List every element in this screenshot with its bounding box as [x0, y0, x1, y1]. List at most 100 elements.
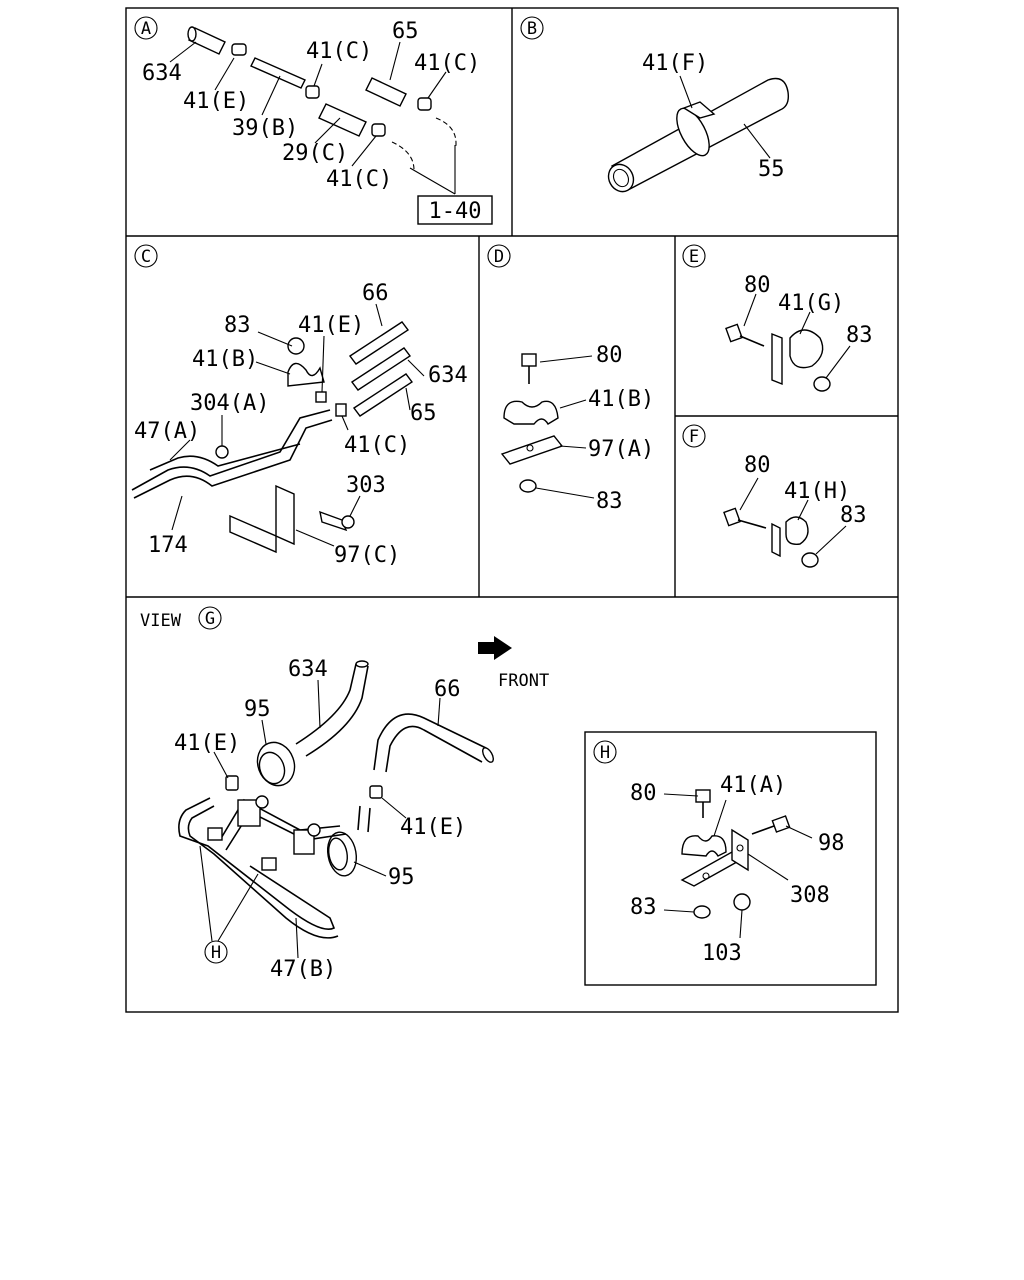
- bolt-80-illustration: [521, 353, 537, 384]
- hose-29c-illustration: [318, 103, 367, 137]
- label-41c: 41(C): [414, 51, 480, 76]
- label-41e: 41(E): [183, 89, 249, 114]
- label-95: 95: [244, 697, 271, 722]
- panel-c-leaders: [169, 303, 425, 547]
- diagram-frame: [125, 7, 899, 1013]
- label-80: 80: [744, 453, 771, 478]
- label-95: 95: [388, 865, 415, 890]
- nut-83-illustration: [801, 552, 819, 568]
- front-arrow-icon: [478, 636, 512, 660]
- clamp-41a-illustration: [681, 835, 727, 857]
- label-97a: 97(A): [588, 437, 654, 462]
- bolt-80-illustration: [725, 323, 765, 347]
- svg-text:F: F: [689, 427, 699, 447]
- panel-h: H: [584, 731, 877, 986]
- hose-66-illustration: [373, 713, 494, 773]
- label-174: 174: [148, 533, 188, 558]
- bracket-308-illustration: [680, 828, 749, 887]
- label-41a: 41(A): [720, 773, 786, 798]
- panel-b-marker: B: [520, 16, 544, 40]
- svg-text:B: B: [527, 19, 537, 39]
- label-83: 83: [224, 313, 251, 338]
- nut-103-illustration: [733, 893, 751, 911]
- bolt-80-illustration: [695, 789, 711, 818]
- svg-text:1-40: 1-40: [429, 199, 482, 224]
- clamp-41g-illustration: [771, 329, 824, 386]
- clamp-41b-illustration: [503, 400, 559, 425]
- label-303: 303: [346, 473, 386, 498]
- hoses-illustration: [348, 321, 414, 417]
- label-83: 83: [846, 323, 873, 348]
- panel-h-marker: H: [593, 740, 617, 764]
- svg-text:A: A: [141, 19, 151, 39]
- clamp-41e-illustration: [231, 43, 247, 56]
- label-98: 98: [818, 831, 845, 856]
- label-41c: 41(C): [306, 39, 372, 64]
- label-55: 55: [758, 157, 785, 182]
- panel-h-leaders: [663, 793, 813, 939]
- panel-g-leaders: [213, 679, 441, 959]
- label-83: 83: [630, 895, 657, 920]
- clamp-41c-illustration: [417, 97, 432, 111]
- panel-a-leaders: [169, 41, 456, 195]
- panel-a-marker: A: [134, 16, 158, 40]
- svg-text:C: C: [141, 247, 151, 267]
- label-41b: 41(B): [588, 387, 654, 412]
- label-634: 634: [428, 363, 468, 388]
- panel-b: B 41(F) 55: [520, 16, 790, 193]
- hose-634-illustration: [187, 26, 226, 55]
- label-41e: 41(E): [174, 731, 240, 756]
- hose-65-illustration: [365, 77, 407, 107]
- clamp-41e-illustration: [225, 775, 239, 791]
- nut-83-illustration: [519, 479, 537, 493]
- nut-83-illustration: [693, 905, 711, 919]
- svg-text:G: G: [205, 609, 215, 629]
- label-65: 65: [410, 401, 437, 426]
- label-29c: 29(C): [282, 141, 348, 166]
- label-304a: 304(A): [190, 391, 269, 416]
- clamp-41h-illustration: [771, 516, 809, 558]
- label-41e: 41(E): [298, 313, 364, 338]
- panel-e-marker: E: [682, 244, 706, 268]
- bracket-illustration: [207, 795, 321, 871]
- elbow-illustration: [391, 117, 457, 171]
- label-80: 80: [630, 781, 657, 806]
- label-66: 66: [362, 281, 389, 306]
- panel-d: D 80 41(B) 97(A) 83: [487, 244, 654, 514]
- label-41c: 41(C): [326, 167, 392, 192]
- label-83: 83: [840, 503, 867, 528]
- svg-text:H: H: [600, 743, 610, 763]
- label-41g: 41(G): [778, 291, 844, 316]
- ref-box-1-40: 1-40: [417, 195, 493, 225]
- panel-c-marker: C: [134, 244, 158, 268]
- panel-f-marker: F: [682, 424, 706, 448]
- label-47a: 47(A): [134, 419, 200, 444]
- label-97c: 97(C): [334, 543, 400, 568]
- clamp-41c-illustration: [371, 123, 386, 137]
- clamp-41c-illustration: [305, 85, 320, 99]
- panel-a: A: [134, 16, 493, 225]
- panel-f: F 80 41(H) 83: [682, 424, 867, 568]
- label-41b: 41(B): [192, 347, 258, 372]
- label-47b: 47(B): [270, 957, 336, 982]
- label-634: 634: [288, 657, 328, 682]
- panel-c: C: [131, 244, 468, 568]
- clamp-41e-illustration: [369, 785, 383, 799]
- pipe-47a-illustration: [131, 409, 333, 499]
- view-g-title: VIEW G: [140, 606, 222, 631]
- svg-text:H: H: [211, 943, 221, 963]
- hose-634-illustration: [295, 660, 369, 757]
- label-66: 66: [434, 677, 461, 702]
- front-label: FRONT: [498, 671, 549, 691]
- bolt-80-illustration: [723, 507, 767, 529]
- panel-d-marker: D: [487, 244, 511, 268]
- label-80: 80: [744, 273, 771, 298]
- callout-h-marker: H: [199, 845, 259, 964]
- label-41h: 41(H): [784, 479, 850, 504]
- bolt-98-illustration: [751, 815, 791, 835]
- clamp-assembly-illustration: [215, 337, 355, 554]
- svg-text:E: E: [689, 247, 699, 267]
- label-83: 83: [596, 489, 623, 514]
- pipe-39b-illustration: [250, 57, 306, 89]
